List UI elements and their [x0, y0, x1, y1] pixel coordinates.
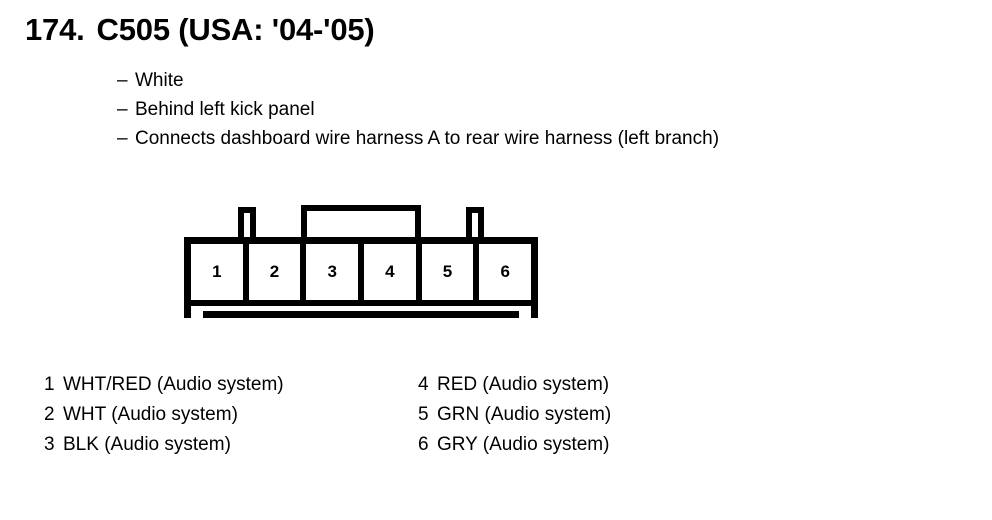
connector-pin-number: 3: [327, 262, 337, 281]
pin-legend-text: BLK (Audio system): [63, 434, 231, 455]
pin-legend-column-left: 1 WHT/RED (Audio system) 2 WHT (Audio sy…: [44, 370, 284, 460]
pin-legend-text: GRN (Audio system): [437, 404, 612, 425]
note-text: White: [135, 70, 184, 91]
connector-pin-cell: 3: [306, 244, 365, 306]
pin-legend-number: 6: [418, 434, 429, 455]
pin-legend-text: RED (Audio system): [437, 374, 610, 395]
connector-pin-row: 1 2 3 4 5 6: [191, 244, 532, 306]
pin-legend-number: 3: [44, 434, 55, 455]
connector-pin-number: 2: [269, 262, 280, 281]
pin-legend-row: 6 GRY (Audio system): [418, 430, 611, 460]
pin-legend-number: 5: [418, 404, 429, 425]
connector-pin-cell: 1: [191, 244, 249, 306]
pin-legend-row: 3 BLK (Audio system): [44, 430, 284, 460]
pin-legend-row: 4 RED (Audio system): [418, 370, 611, 400]
connector-pin-cell: 4: [364, 244, 422, 306]
note-text: Connects dashboard wire harness A to rea…: [135, 128, 720, 149]
connector-pin-cell: 2: [248, 244, 307, 306]
note-dash-icon: –: [117, 99, 128, 120]
pin-legend-row: 1 WHT/RED (Audio system): [44, 370, 284, 400]
pin-legend-row: 5 GRN (Audio system): [418, 400, 611, 430]
connector-pin-number: 5: [442, 262, 453, 281]
connector-notch-left: [191, 306, 203, 318]
pin-legend-row: 2 WHT (Audio system): [44, 400, 284, 430]
page-title: 174. C505 (USA: '04-'05): [25, 14, 375, 45]
note-dash-icon: –: [117, 128, 128, 149]
page-title-name: C505 (USA: '04-'05): [96, 12, 375, 47]
connector-pin-number: 6: [500, 262, 510, 281]
connector-pin-cell: 5: [421, 244, 480, 306]
connector-tab-center: [301, 205, 421, 240]
pin-legend-number: 2: [44, 404, 55, 425]
pin-legend-text: GRY (Audio system): [437, 434, 610, 455]
connector-pin-cell: 6: [479, 244, 532, 306]
connector-tab-right: [466, 207, 484, 240]
note-item: – White: [117, 66, 719, 95]
page-title-number: 174.: [25, 12, 85, 47]
pin-legend-column-right: 4 RED (Audio system) 5 GRN (Audio system…: [418, 370, 611, 460]
pin-legend-text: WHT/RED (Audio system): [63, 374, 284, 395]
note-text: Behind left kick panel: [135, 99, 315, 120]
pin-legend-number: 4: [418, 374, 429, 395]
connector-tab-left: [238, 207, 256, 240]
note-dash-icon: –: [117, 70, 128, 91]
note-item: – Connects dashboard wire harness A to r…: [117, 124, 719, 153]
note-item: – Behind left kick panel: [117, 95, 719, 124]
connector-notch-right: [519, 306, 531, 318]
connector-diagram: 1 2 3 4 5 6: [184, 204, 538, 318]
connector-pin-number: 4: [385, 262, 395, 281]
connector-pin-number: 1: [212, 262, 222, 281]
pin-legend-text: WHT (Audio system): [63, 404, 238, 425]
connector-notes: – White – Behind left kick panel – Conne…: [117, 66, 719, 153]
pin-legend-number: 1: [44, 374, 55, 395]
